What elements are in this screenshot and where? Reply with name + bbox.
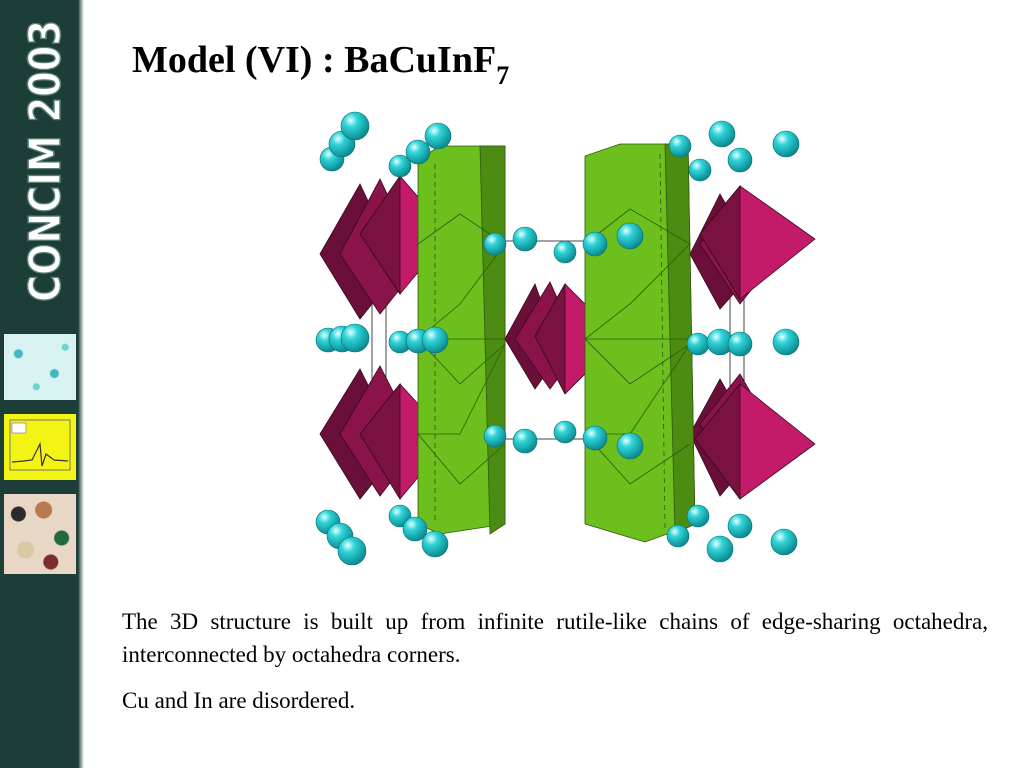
- paragraph-disorder: Cu and In are disordered.: [122, 687, 356, 713]
- crystal-structure-image: [315, 111, 816, 566]
- magenta-octahedron-top-left: [319, 174, 451, 320]
- slide-body: The 3D structure is built up from infini…: [122, 605, 988, 729]
- crystal-structure-thumbnail: [4, 334, 76, 400]
- sidebar-edge: [78, 0, 84, 768]
- magenta-octahedron-center: [504, 281, 621, 395]
- title-subscript: 7: [496, 61, 510, 90]
- slide-title: Model (VI) : BaCuInF7: [132, 38, 509, 91]
- spectrum-plot-thumbnail: [4, 414, 76, 480]
- green-chain-right: [584, 143, 696, 543]
- magenta-octahedron-bottom-left: [319, 365, 451, 501]
- title-main: Model (VI) : BaCuInF: [132, 39, 497, 81]
- spectrum-plot-icon: [9, 419, 71, 471]
- sidebar: CONCIM 2003: [0, 0, 84, 768]
- magenta-octahedron-bottom-right: [689, 373, 816, 501]
- magenta-octahedra: [319, 174, 816, 501]
- cyan-atoms: [315, 111, 800, 566]
- green-octahedra-chains: [417, 143, 696, 543]
- beads-photo-thumbnail: [4, 494, 76, 574]
- paragraph-structure: The 3D structure is built up from infini…: [122, 609, 988, 668]
- concim-logo: CONCIM 2003: [19, 19, 72, 303]
- logo-text: CONCIM 2003: [20, 20, 71, 302]
- magenta-octahedron-top-right: [689, 184, 816, 310]
